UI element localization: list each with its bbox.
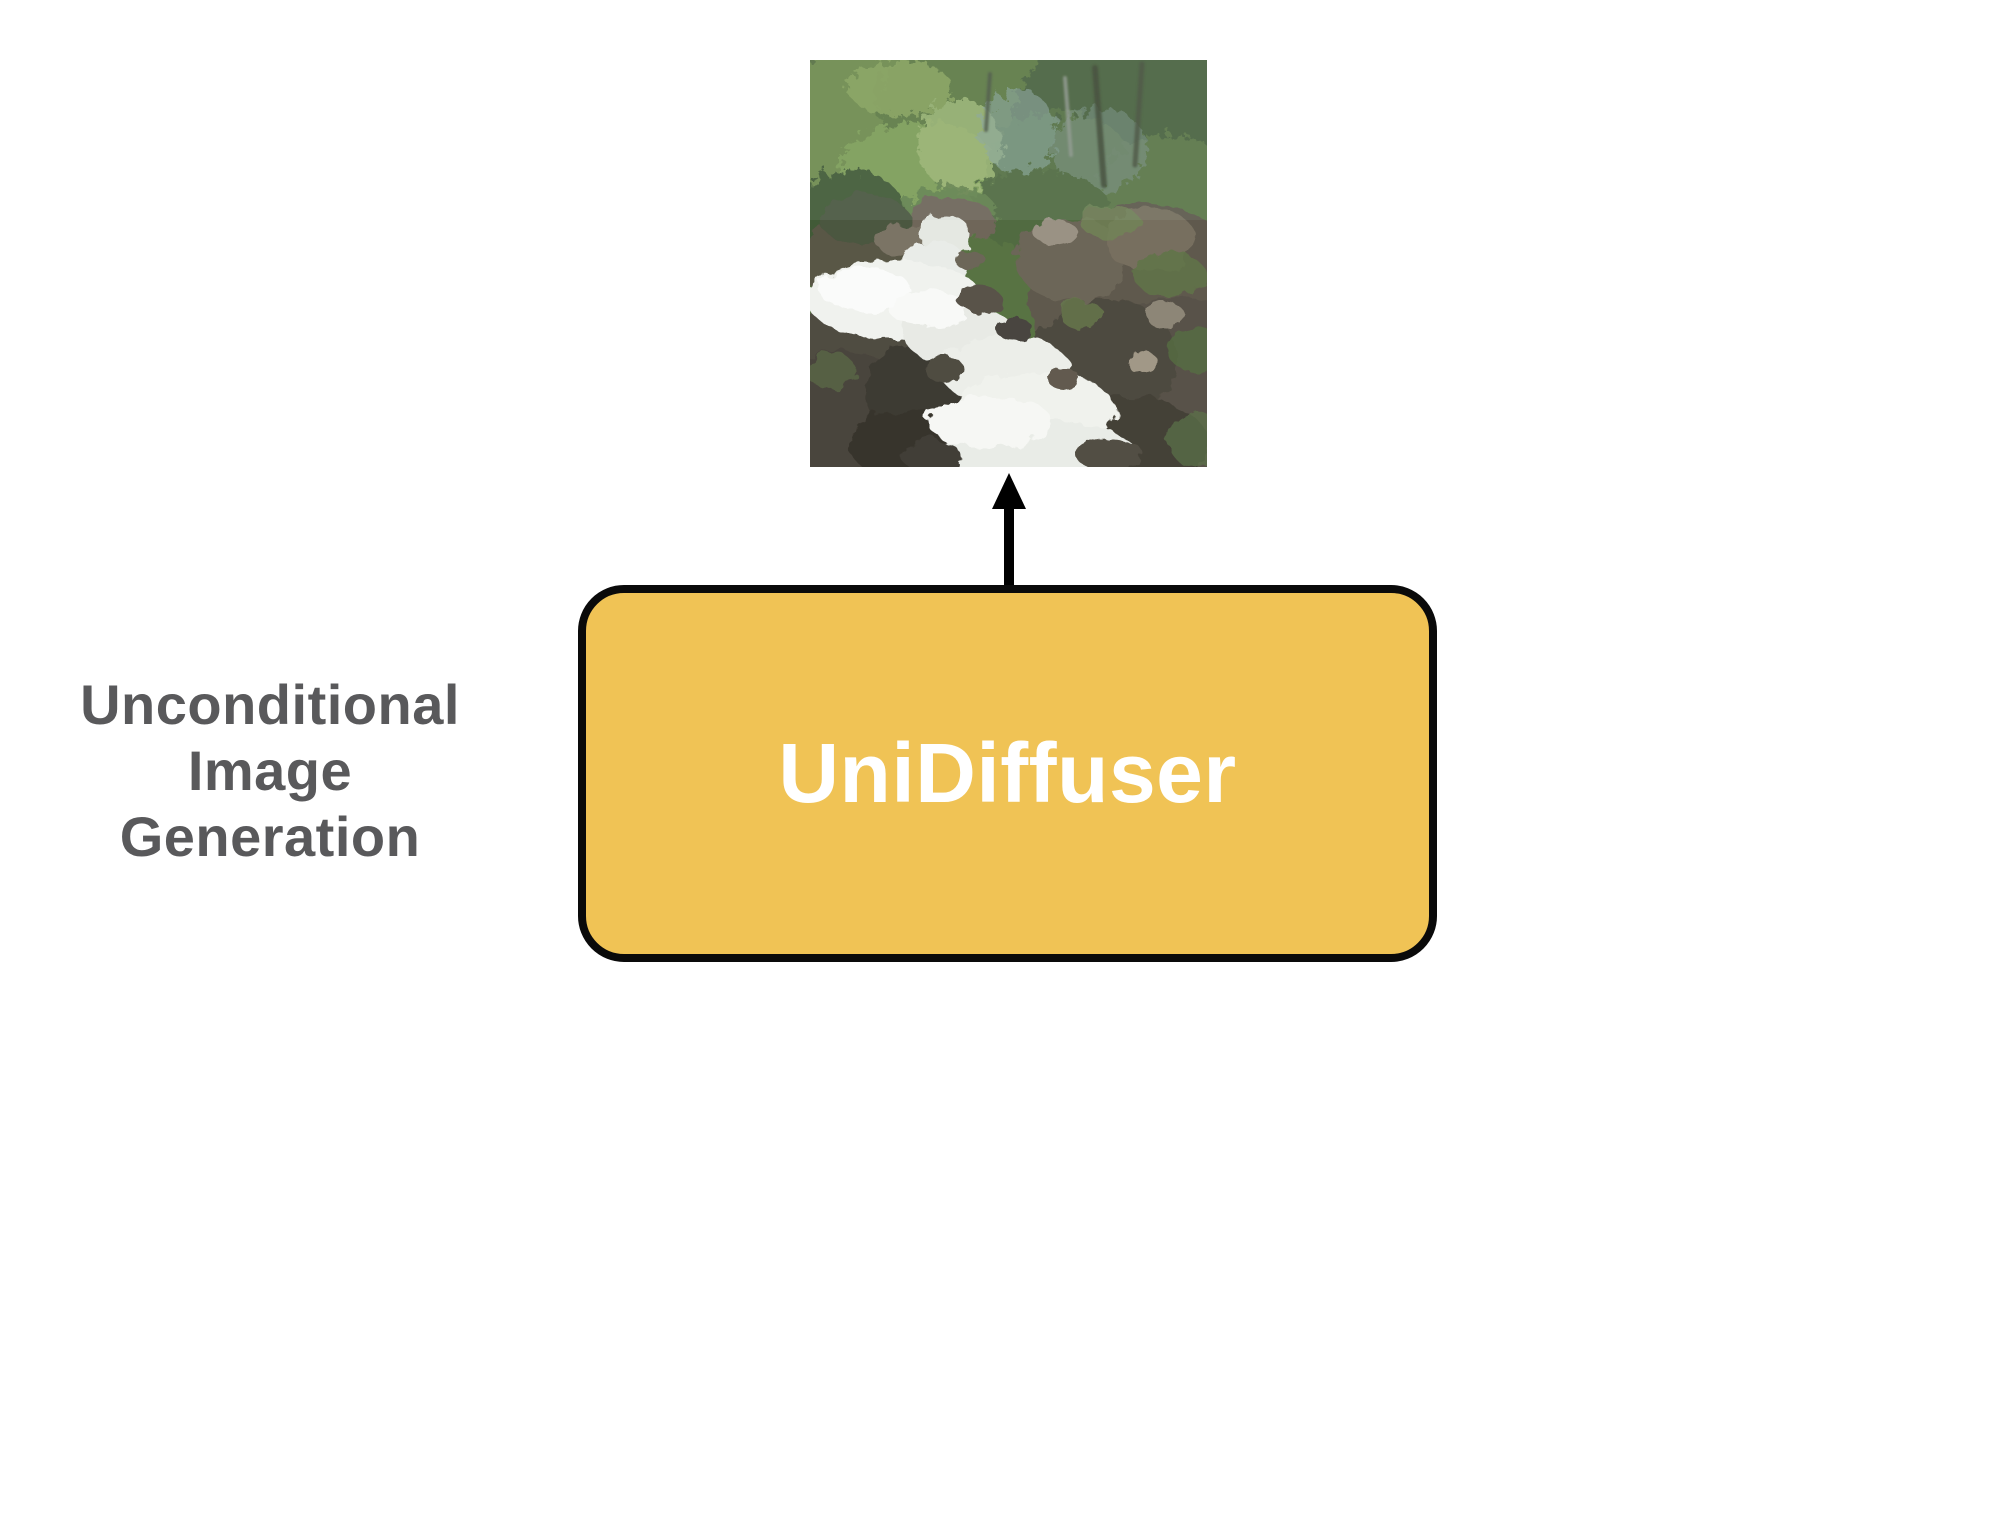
forest-stream-illustration [810, 60, 1207, 467]
task-label-line-3: Generation [119, 805, 421, 868]
model-box: UniDiffuser [578, 585, 1437, 962]
task-label: Unconditional Image Generation [70, 672, 470, 870]
model-box-label: UniDiffuser [778, 726, 1237, 820]
task-label-line-2: Image [187, 739, 353, 802]
generated-image [810, 60, 1207, 467]
task-label-line-1: Unconditional [80, 673, 460, 736]
up-arrow-icon [992, 473, 1026, 586]
